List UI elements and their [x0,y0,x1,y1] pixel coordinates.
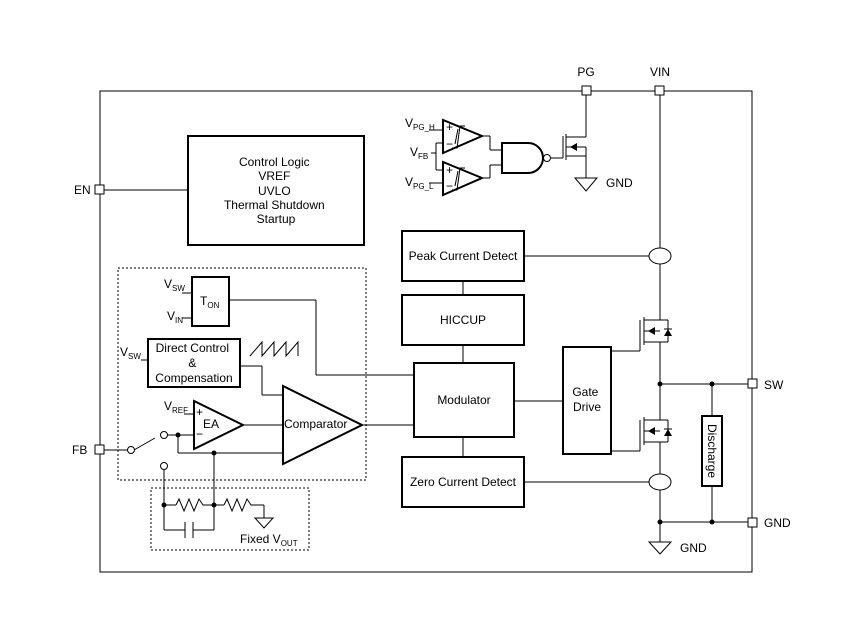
discharge-label: Discharge [705,424,719,478]
fixed-vout-region [150,487,310,551]
gate-drive-label: Gate Drive [572,385,601,414]
ic-boundary [99,90,753,573]
pin-sw [747,378,758,389]
hiccup-block [401,294,525,346]
nand-bubble [543,154,551,162]
ea-plus: + [196,405,203,419]
pg-comparator-low [442,160,485,197]
pg-gnd-label: GND [606,176,633,190]
direct-control-block [147,338,241,388]
divider-ground-symbol [253,517,275,529]
ton-block [191,276,230,327]
pin-sw-label: SW [764,378,784,392]
divider-resistor-top [175,497,214,513]
vpg-l-label: VPG_L [405,175,434,191]
ea-input-terminal [160,431,168,439]
pin-gnd-label: GND [764,516,791,530]
pin-pg [581,85,592,96]
divider-switch-terminal [160,462,168,470]
error-amplifier [193,399,246,451]
pg-low-plus: + [446,163,453,177]
pin-vin-label: VIN [650,65,670,79]
modulator-block [413,362,515,438]
ea-minus: − [196,427,203,441]
pg-ground-symbol [573,177,599,192]
control-logic-block [187,135,365,246]
zero-current-detect-label: Zero Current Detect [410,475,517,489]
ea-label: EA [203,417,219,431]
pin-vin [654,85,665,96]
pin-fb [94,444,105,455]
direct-control-label: Direct Control & Compensation [155,341,232,385]
pg-high-minus: − [446,137,453,151]
ton-vin-label: VIN [167,309,183,325]
control-loop-region [117,267,367,481]
pin-pg-label: PG [577,65,594,79]
pin-gnd [747,517,758,528]
ton-label: TON [200,294,220,310]
power-gnd-label: GND [680,541,707,555]
vpg-h-label: VPG_H [405,116,435,132]
peak-current-sense [648,247,672,265]
ramp-waveform-icon [249,340,299,358]
ea-vref-label: VREF [164,399,188,415]
pin-en-label: EN [74,183,91,197]
dc-vsw-label: VSW [120,345,141,361]
modulator-label: Modulator [437,393,490,407]
pin-en [94,184,105,195]
pg-comparator-high [442,118,485,155]
ton-vsw-label: VSW [164,277,185,293]
peak-current-detect-label: Peak Current Detect [409,249,518,263]
pg-high-plus: + [446,120,453,134]
comparator-label: Comparator [284,417,347,431]
power-ground-symbol [647,541,673,555]
pin-fb-label: FB [72,443,87,457]
control-logic-text: Control Logic VREF UVLO Thermal Shutdown… [224,155,328,226]
gate-drive-block [562,346,612,455]
fb-switch-terminal [127,446,135,454]
hiccup-label: HICCUP [440,313,486,327]
zero-current-detect-block [401,456,525,508]
divider-resistor-bottom [223,497,264,513]
fixed-vout-label: Fixed VOUT [240,532,298,548]
zero-current-sense [648,473,672,491]
vfb-label: VFB [410,145,428,161]
nand-gate [501,142,544,174]
pg-low-minus: − [446,179,453,193]
